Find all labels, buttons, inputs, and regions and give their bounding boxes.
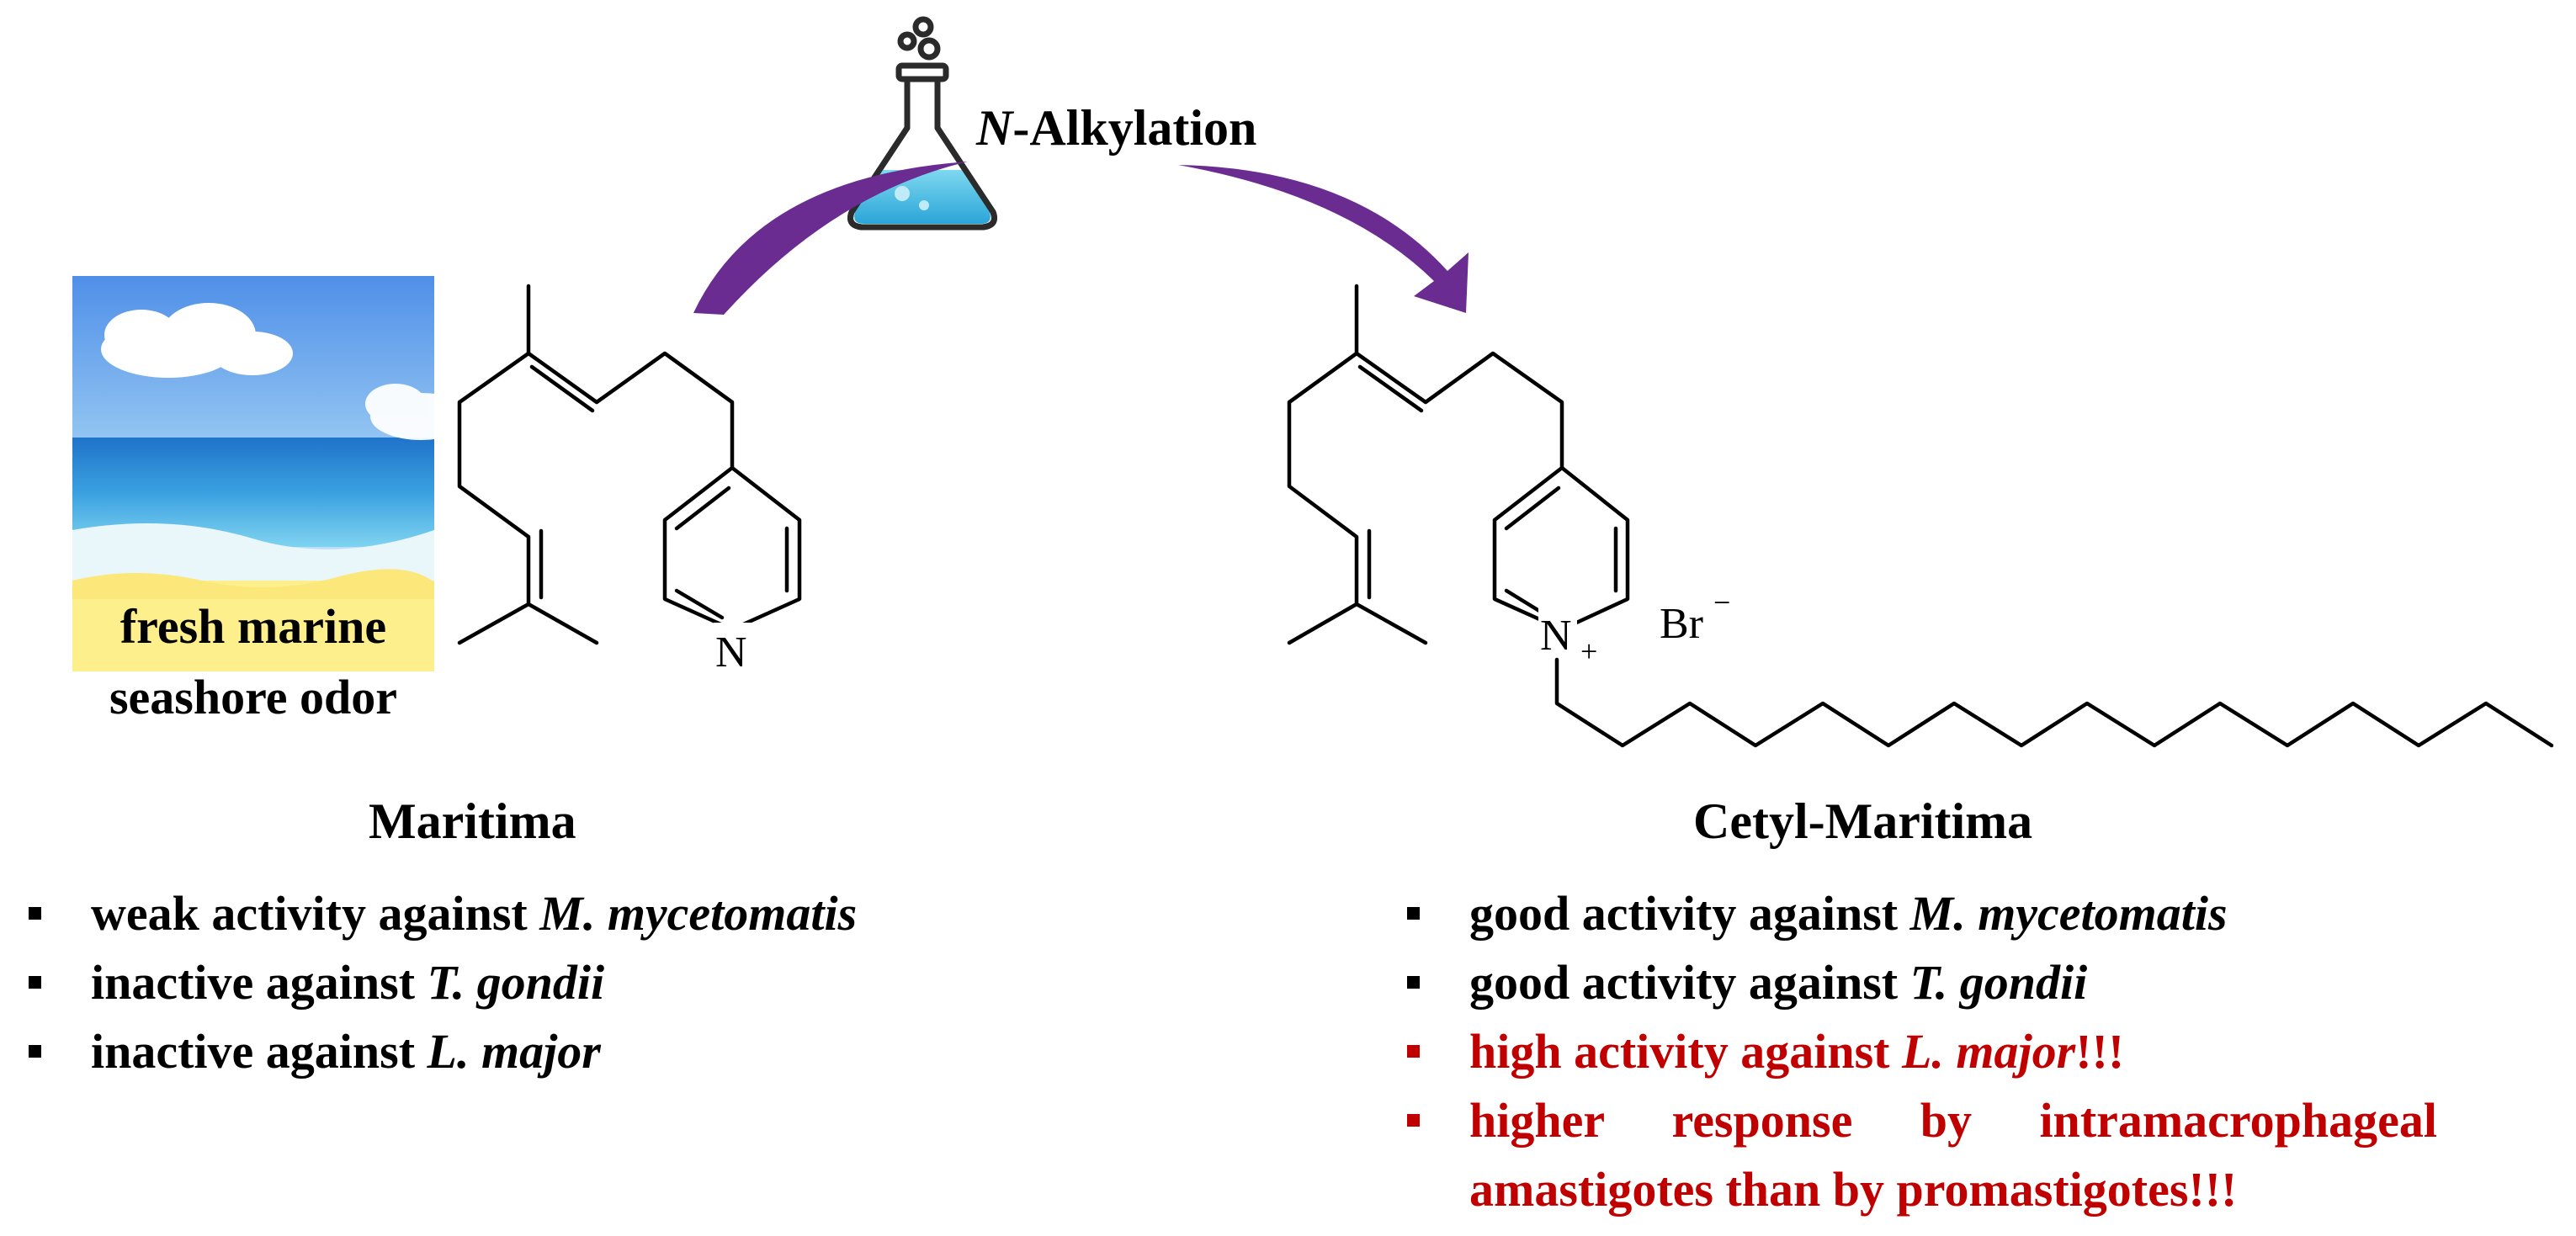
- list-item: weak activity against M. mycetomatis: [29, 879, 857, 948]
- flask-icon: [847, 16, 997, 231]
- cetyl-maritima-structure: [1287, 284, 2554, 748]
- list-item: good activity against T. gondii: [1407, 948, 2437, 1017]
- maritima-title: Maritima: [369, 793, 576, 849]
- odor-line-2: seashore odor: [109, 670, 398, 724]
- list-item: inactive against L. major: [29, 1017, 857, 1086]
- list-item: higher response by intramacrophageal ama…: [1407, 1086, 2437, 1224]
- odor-line-1: fresh marine: [120, 599, 387, 654]
- list-item: good activity against M. mycetomatis: [1407, 879, 2437, 948]
- cetyl-maritima-title: Cetyl-Maritima: [1693, 793, 2033, 849]
- maritima-activity-list: weak activity against M. mycetomatis ina…: [29, 879, 857, 1086]
- reaction-label: N-Alkylation: [976, 103, 1256, 153]
- nitrogen-label: N: [1540, 612, 1572, 660]
- cetyl-maritima-activity-list: good activity against M. mycetomatis goo…: [1407, 879, 2437, 1224]
- list-item: high activity against L. major!!!: [1407, 1017, 2437, 1086]
- positive-charge: +: [1580, 634, 1597, 668]
- nitrogen-label: N: [715, 629, 747, 676]
- beach-image: [72, 276, 471, 671]
- reaction-label-n: N: [976, 100, 1013, 156]
- reaction-arrow: [693, 162, 1469, 315]
- list-item: inactive against T. gondii: [29, 948, 857, 1017]
- cloud-icon: [101, 303, 293, 378]
- negative-charge: −: [1713, 586, 1730, 619]
- maritima-structure: [457, 284, 802, 645]
- bromide-label: Br: [1660, 600, 1703, 648]
- reaction-label-text: -Alkylation: [1012, 100, 1257, 156]
